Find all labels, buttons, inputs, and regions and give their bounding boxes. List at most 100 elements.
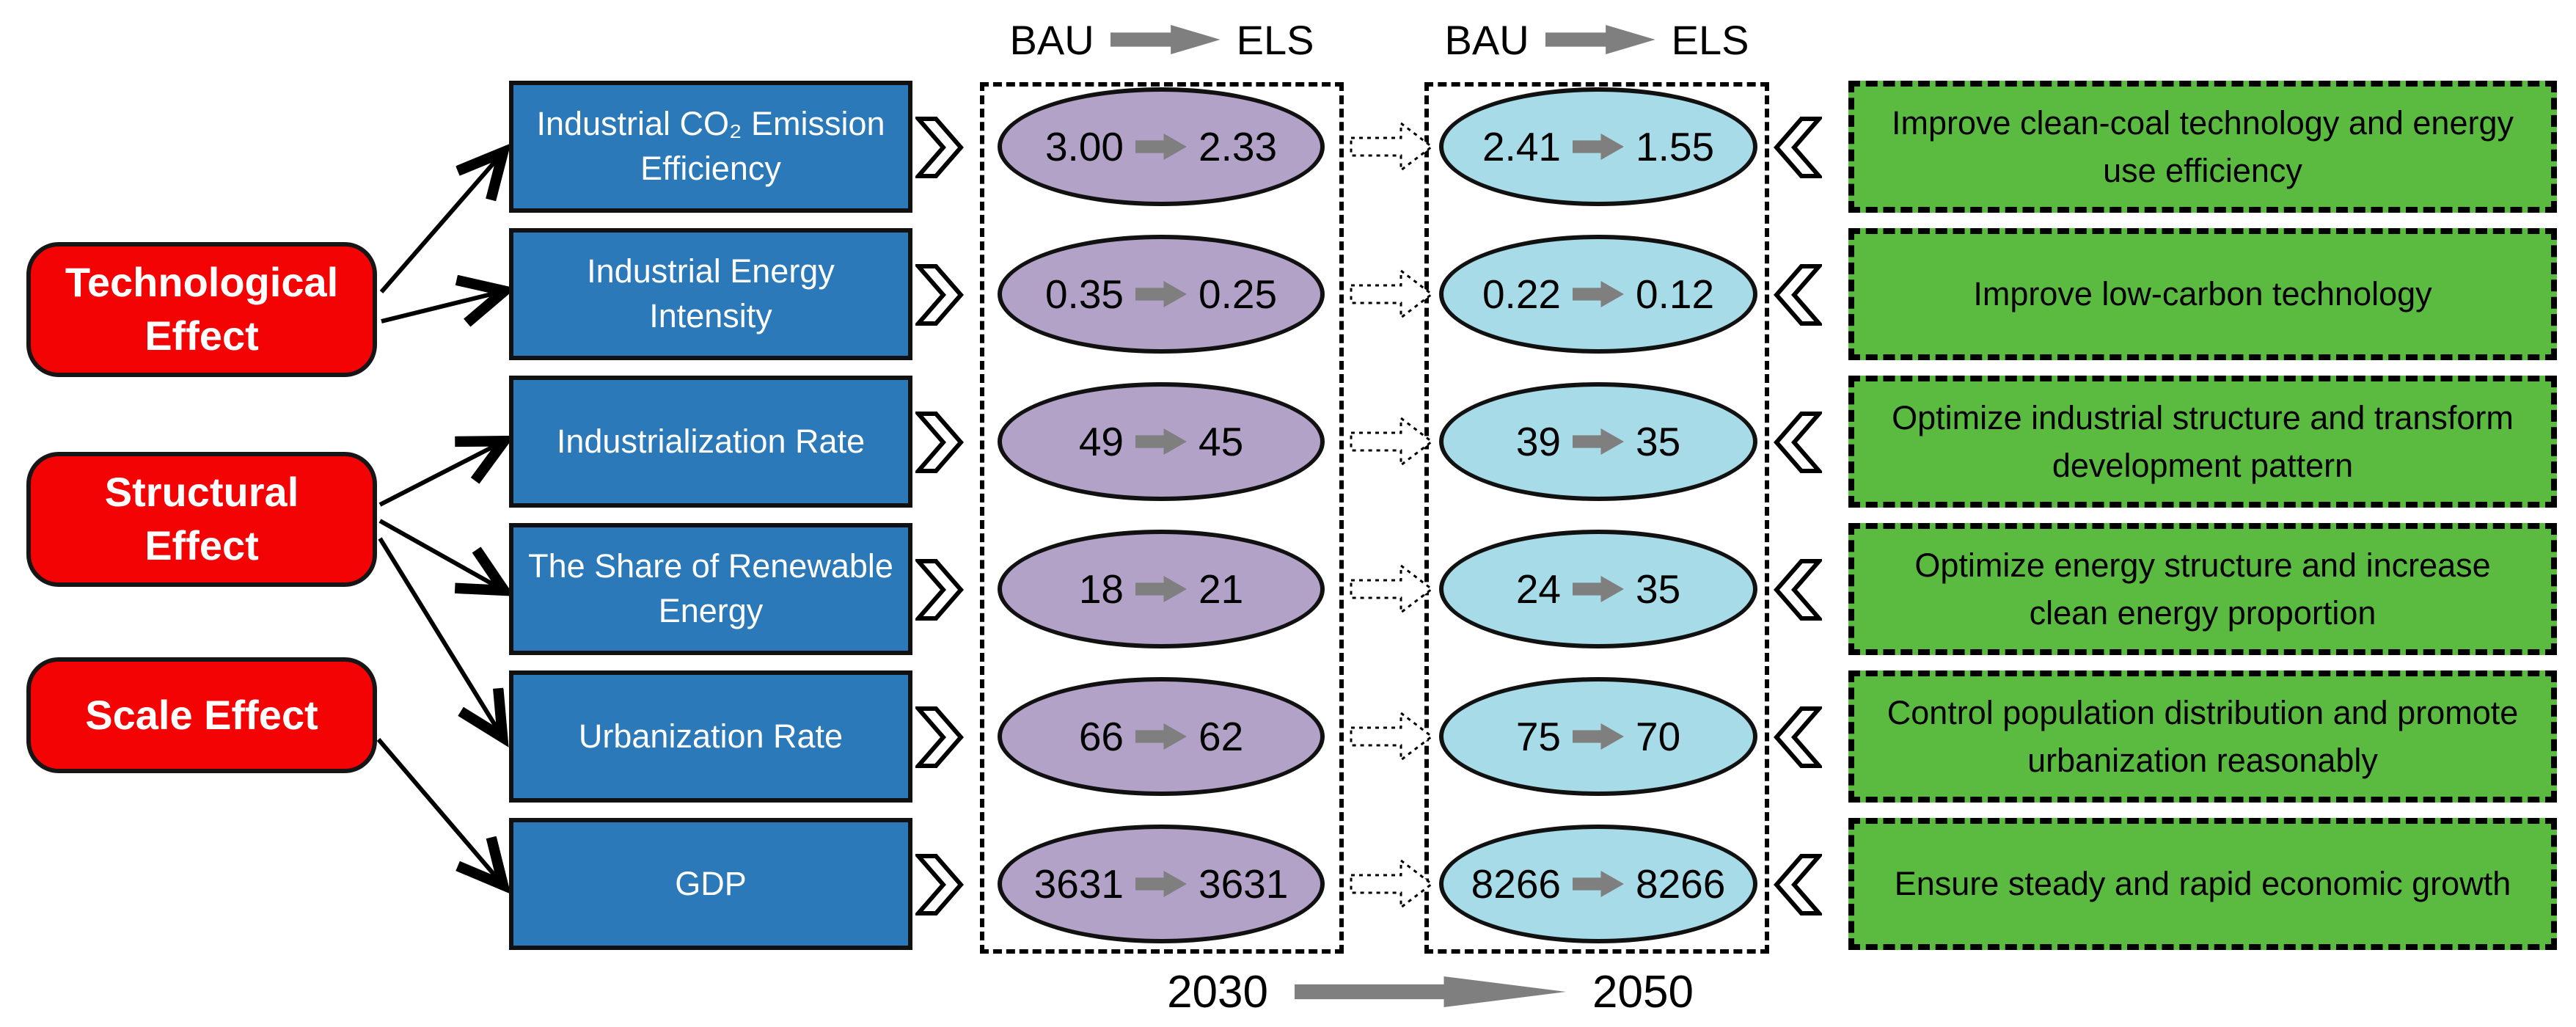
policy-box: Improve clean-coal technology and energy… — [1848, 81, 2557, 213]
chevron-left-icon — [1774, 412, 1822, 473]
right-arrow-icon — [1295, 976, 1566, 1007]
frame-2030-column — [980, 82, 1344, 954]
els-value: 21 — [1199, 566, 1244, 612]
bau-value: 39 — [1515, 419, 1561, 464]
value-ellipse-2030: 3.00 2.33 — [998, 87, 1325, 206]
chevron-left-icon — [1774, 559, 1822, 621]
policy-label: Improve clean-coal technology and energy… — [1891, 103, 2514, 189]
diagram-row: GDP 3631 3631 8266 8266 Ensure steady an… — [0, 818, 2576, 950]
els-value: 35 — [1636, 419, 1681, 464]
scenario-header-2050: BAU ELS — [1424, 9, 1769, 70]
bau-value: 75 — [1515, 714, 1561, 759]
dotted-arrow-icon — [1350, 858, 1434, 910]
factor-box: Industrial Energy Intensity — [509, 228, 912, 360]
bau-value: 3.00 — [1044, 124, 1124, 169]
factor-label: Industrial Energy Intensity — [587, 252, 835, 335]
value-ellipse-2030: 49 45 — [998, 382, 1325, 501]
factor-label: Urbanization Rate — [578, 717, 844, 755]
diagram-row: Urbanization Rate 66 62 75 70 Control po… — [0, 670, 2576, 803]
value-ellipse-2050: 8266 8266 — [1439, 825, 1757, 943]
bau-value: 3631 — [1033, 861, 1124, 907]
right-arrow-icon — [1545, 25, 1655, 54]
bau-value: 2.41 — [1482, 124, 1561, 169]
effect-box-technological: Technological Effect — [26, 242, 377, 377]
right-arrow-icon — [1573, 134, 1624, 160]
policy-box: Improve low-carbon technology — [1848, 228, 2557, 360]
factor-label: The Share of Renewable Energy — [528, 547, 893, 629]
right-arrow-icon — [1573, 723, 1624, 750]
els-value: 45 — [1199, 419, 1244, 464]
bau-value: 18 — [1078, 566, 1124, 612]
value-ellipse-2050: 2.41 1.55 — [1439, 87, 1757, 206]
right-arrow-icon — [1135, 281, 1187, 307]
effect-label: Technological Effect — [65, 259, 339, 359]
value-ellipse-2030: 3631 3631 — [998, 825, 1325, 943]
policy-label: Optimize energy structure and increase c… — [1914, 546, 2491, 632]
right-arrow-icon — [1135, 134, 1187, 160]
bau-value: 49 — [1078, 419, 1124, 464]
chevron-right-icon — [915, 706, 964, 768]
right-arrow-icon — [1573, 871, 1624, 897]
bau-value: 0.35 — [1044, 271, 1124, 317]
right-arrow-icon — [1135, 871, 1187, 897]
scenario-header-2030: BAU ELS — [987, 9, 1336, 70]
chevron-left-icon — [1774, 117, 1822, 178]
factor-label: GDP — [675, 864, 747, 902]
dotted-arrow-icon — [1350, 120, 1434, 173]
diagram-row: The Share of Renewable Energy 18 21 24 3… — [0, 523, 2576, 655]
right-arrow-icon — [1135, 723, 1187, 750]
els-value: 62 — [1199, 714, 1244, 759]
els-value: 8266 — [1636, 861, 1726, 907]
factor-box: The Share of Renewable Energy — [509, 523, 912, 655]
chevron-right-icon — [915, 854, 964, 915]
timeline: 2030 2050 — [1064, 960, 1797, 1024]
policy-box: Ensure steady and rapid economic growth — [1848, 818, 2557, 950]
value-ellipse-2030: 0.35 0.25 — [998, 235, 1325, 354]
els-value: 0.25 — [1199, 271, 1278, 317]
chevron-left-icon — [1774, 706, 1822, 768]
bau-label: BAU — [1444, 16, 1529, 63]
value-ellipse-2050: 75 70 — [1439, 677, 1757, 796]
policy-box: Control population distribution and prom… — [1848, 670, 2557, 803]
value-ellipse-2030: 66 62 — [998, 677, 1325, 796]
factor-label: Industrial CO₂ Emission Efficiency — [536, 105, 885, 187]
policy-label: Improve low-carbon technology — [1973, 275, 2432, 313]
value-ellipse-2050: 0.22 0.12 — [1439, 235, 1757, 354]
factor-box: GDP — [509, 818, 912, 950]
value-ellipse-2030: 18 21 — [998, 530, 1325, 648]
diagram-row: Industrial Energy Intensity 0.35 0.25 0.… — [0, 228, 2576, 360]
diagram-row: Industrialization Rate 49 45 39 35 Optim… — [0, 376, 2576, 508]
value-ellipse-2050: 39 35 — [1439, 382, 1757, 501]
els-value: 35 — [1636, 566, 1681, 612]
right-arrow-icon — [1573, 281, 1624, 307]
els-value: 3631 — [1199, 861, 1289, 907]
bau-value: 66 — [1078, 714, 1124, 759]
right-arrow-icon — [1573, 428, 1624, 455]
policy-box: Optimize industrial structure and transf… — [1848, 376, 2557, 508]
right-arrow-icon — [1135, 428, 1187, 455]
diagram-row: Industrial CO₂ Emission Efficiency 3.00 … — [0, 81, 2576, 213]
policy-label: Ensure steady and rapid economic growth — [1894, 865, 2511, 903]
chevron-left-icon — [1774, 264, 1822, 326]
right-arrow-icon — [1110, 25, 1221, 54]
policy-box: Optimize energy structure and increase c… — [1848, 523, 2557, 655]
chevron-right-icon — [915, 559, 964, 621]
els-value: 0.12 — [1636, 271, 1715, 317]
els-value: 2.33 — [1199, 124, 1278, 169]
right-arrow-icon — [1573, 576, 1624, 602]
effect-box-structural: Structural Effect — [26, 452, 377, 587]
els-label: ELS — [1236, 16, 1314, 63]
bau-value: 8266 — [1471, 861, 1561, 907]
factor-box: Urbanization Rate — [509, 670, 912, 803]
bau-value: 0.22 — [1482, 271, 1561, 317]
chevron-right-icon — [915, 264, 964, 326]
dotted-arrow-icon — [1350, 563, 1434, 615]
chevron-right-icon — [915, 117, 964, 178]
value-ellipse-2050: 24 35 — [1439, 530, 1757, 648]
policy-label: Control population distribution and prom… — [1887, 693, 2519, 779]
bau-label: BAU — [1009, 16, 1094, 63]
timeline-end-label: 2050 — [1592, 966, 1694, 1017]
right-arrow-icon — [1135, 576, 1187, 602]
effect-box-scale: Scale Effect — [26, 657, 377, 773]
